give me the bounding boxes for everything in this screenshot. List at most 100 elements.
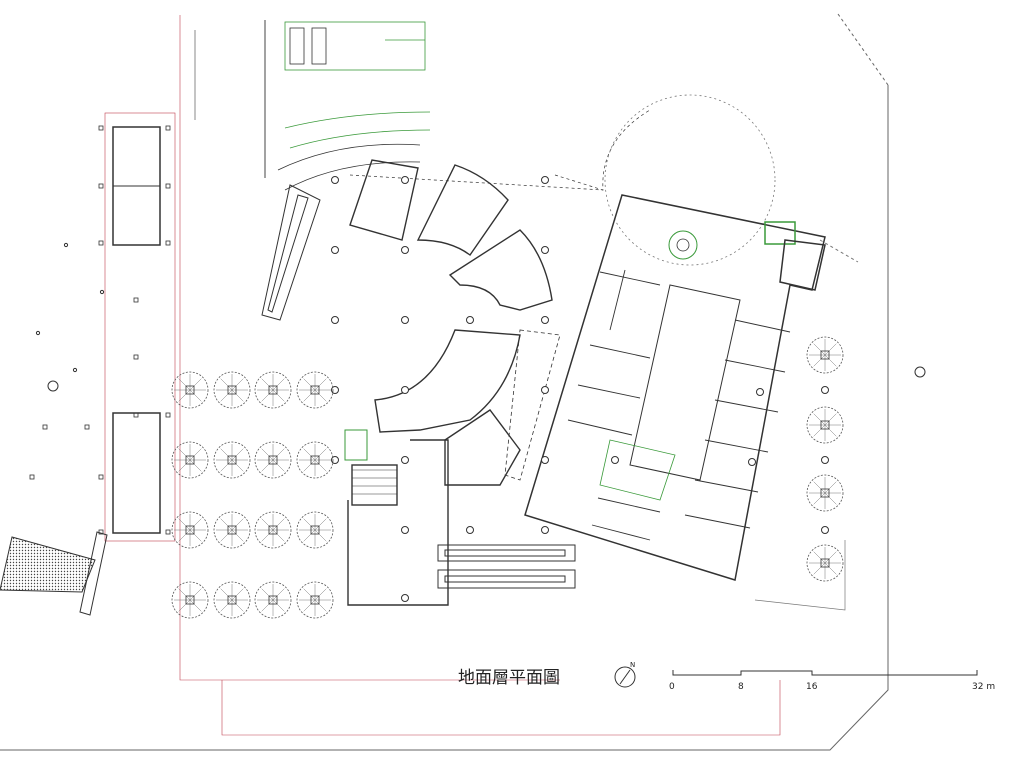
tree-branch bbox=[314, 448, 327, 461]
tree-branch bbox=[231, 448, 244, 461]
curved-ramp bbox=[277, 111, 431, 191]
tree-pit bbox=[227, 455, 237, 465]
tree-icon bbox=[806, 406, 844, 444]
tree-branch bbox=[303, 599, 316, 612]
tree-branch bbox=[189, 378, 202, 391]
tree-branch bbox=[178, 459, 191, 472]
tree-branch bbox=[824, 481, 837, 494]
tree-branch bbox=[314, 588, 327, 601]
tree-branch bbox=[220, 599, 233, 612]
tree-branch bbox=[272, 518, 285, 531]
tree-canopy bbox=[171, 371, 209, 409]
tree-branch bbox=[261, 448, 274, 461]
column bbox=[541, 456, 549, 464]
tree-branch bbox=[178, 448, 191, 461]
tree-icon bbox=[296, 441, 334, 479]
marker bbox=[165, 412, 171, 418]
tree-branch bbox=[813, 413, 826, 426]
tree-pit bbox=[268, 525, 278, 535]
tree-branch bbox=[314, 529, 327, 542]
tree-branch bbox=[220, 588, 233, 601]
tree-branch bbox=[303, 588, 316, 601]
tree-canopy bbox=[806, 336, 844, 374]
tree-branch bbox=[303, 448, 316, 461]
trees bbox=[171, 336, 844, 619]
tree-branch bbox=[824, 343, 837, 356]
tree-canopy bbox=[254, 511, 292, 549]
north-arrow-icon: N bbox=[614, 661, 636, 688]
column bbox=[401, 386, 409, 394]
marker bbox=[165, 125, 171, 131]
tree-canopy bbox=[296, 511, 334, 549]
tree-icon bbox=[254, 511, 292, 549]
tree-branch bbox=[824, 413, 837, 426]
marker bbox=[165, 183, 171, 189]
marker bbox=[63, 242, 69, 248]
tree-canopy bbox=[171, 441, 209, 479]
tree-icon bbox=[213, 511, 251, 549]
column bbox=[466, 526, 474, 534]
column bbox=[541, 386, 549, 394]
tree-branch bbox=[813, 354, 826, 367]
tree-icon bbox=[171, 511, 209, 549]
structural-columns bbox=[331, 176, 829, 602]
tree-icon bbox=[254, 441, 292, 479]
column bbox=[401, 176, 409, 184]
tree-branch bbox=[178, 389, 191, 402]
marker bbox=[84, 424, 90, 430]
tree-branch bbox=[189, 389, 202, 402]
tree-icon bbox=[806, 474, 844, 512]
marker bbox=[42, 424, 48, 430]
tree-branch bbox=[178, 588, 191, 601]
column bbox=[466, 316, 474, 324]
tree-icon bbox=[296, 511, 334, 549]
tree-canopy bbox=[213, 441, 251, 479]
tree-branch bbox=[261, 378, 274, 391]
tree-branch bbox=[272, 389, 285, 402]
marker bbox=[133, 297, 139, 303]
tree-branch bbox=[178, 518, 191, 531]
tree-branch bbox=[272, 459, 285, 472]
hatched-ramp bbox=[0, 531, 108, 616]
tree-branch bbox=[220, 518, 233, 531]
marker bbox=[35, 330, 41, 336]
tree-branch bbox=[813, 551, 826, 564]
column bbox=[401, 456, 409, 464]
tree-pit bbox=[820, 558, 830, 568]
column bbox=[331, 246, 339, 254]
tree-canopy bbox=[171, 511, 209, 549]
tree-pit bbox=[820, 350, 830, 360]
tree-branch bbox=[189, 518, 202, 531]
tree-branch bbox=[231, 588, 244, 601]
marker bbox=[98, 240, 104, 246]
tree-branch bbox=[303, 378, 316, 391]
tree-pit bbox=[310, 455, 320, 465]
tree-branch bbox=[220, 378, 233, 391]
tree-canopy bbox=[806, 474, 844, 512]
column bbox=[401, 526, 409, 534]
column bbox=[331, 316, 339, 324]
tree-icon bbox=[254, 581, 292, 619]
tree-branch bbox=[303, 518, 316, 531]
marker bbox=[133, 412, 139, 418]
tree-icon bbox=[213, 371, 251, 409]
tree-canopy bbox=[254, 581, 292, 619]
column bbox=[401, 316, 409, 324]
tree-icon bbox=[171, 581, 209, 619]
scale-tick-32: 32 m bbox=[972, 682, 995, 692]
tree-icon bbox=[296, 581, 334, 619]
tree-branch bbox=[272, 448, 285, 461]
column bbox=[821, 386, 829, 394]
marker bbox=[98, 183, 104, 189]
column bbox=[611, 456, 619, 464]
tree-branch bbox=[272, 588, 285, 601]
tree-canopy bbox=[806, 544, 844, 582]
tree-branch bbox=[178, 529, 191, 542]
small-markers bbox=[29, 125, 171, 535]
tree-branch bbox=[813, 481, 826, 494]
tree-canopy bbox=[213, 371, 251, 409]
tree-canopy bbox=[213, 511, 251, 549]
tree-branch bbox=[261, 459, 274, 472]
tree-branch bbox=[824, 562, 837, 575]
site-boundary bbox=[0, 13, 889, 751]
